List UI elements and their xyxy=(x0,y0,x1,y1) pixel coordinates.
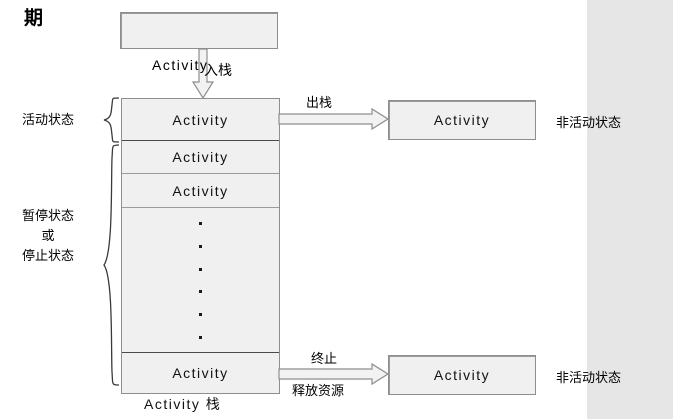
push-arrow xyxy=(191,48,215,100)
pop-arrow xyxy=(278,107,390,131)
brace-active xyxy=(99,97,121,143)
top-source-box xyxy=(120,12,278,49)
inactive-state-label-2: 非活动状态 xyxy=(556,370,622,385)
ellipsis-dot xyxy=(199,222,202,225)
brace-paused-stopped xyxy=(99,144,121,386)
stack-divider-1 xyxy=(122,173,279,174)
terminated-activity-box: Activity xyxy=(388,355,536,395)
stack-cell-4: Activity xyxy=(122,353,279,393)
stack-cell-ellipsis xyxy=(122,208,279,352)
inactive-state-label-1: 非活动状态 xyxy=(556,115,622,130)
label-paused-stopped-state: 暂停状态 或 停止状态 xyxy=(21,208,74,263)
stack-cell-1: Activity xyxy=(122,141,279,173)
popped-activity-box: Activity xyxy=(388,100,536,140)
push-activity-label: Activity xyxy=(152,57,209,73)
stack-ellipsis-dots xyxy=(122,222,279,339)
ellipsis-dot xyxy=(199,290,202,294)
terminate-arrow-label: 终止 xyxy=(311,351,338,366)
stack-divider-0 xyxy=(122,140,279,141)
stack-divider-2 xyxy=(122,207,279,208)
ellipsis-dot xyxy=(199,335,202,339)
ellipsis-dot xyxy=(199,244,202,248)
page-title: 期 xyxy=(24,8,44,29)
terminate-arrow xyxy=(278,362,390,386)
stack-divider-3 xyxy=(122,352,279,353)
stack-cell-2: Activity xyxy=(122,174,279,207)
ellipsis-dot xyxy=(199,267,202,271)
activity-stack: Activity Activity Activity Activity xyxy=(121,98,280,394)
stack-caption: Activity 栈 xyxy=(144,396,222,412)
label-active-state: 活动状态 xyxy=(21,112,74,127)
ellipsis-dot xyxy=(199,313,202,317)
pop-arrow-label: 出栈 xyxy=(306,95,333,110)
push-action-label: 入栈 xyxy=(204,62,232,78)
right-gray-band xyxy=(587,0,673,419)
stack-cell-0: Activity xyxy=(122,99,279,140)
release-resources-label: 释放资源 xyxy=(292,383,345,398)
